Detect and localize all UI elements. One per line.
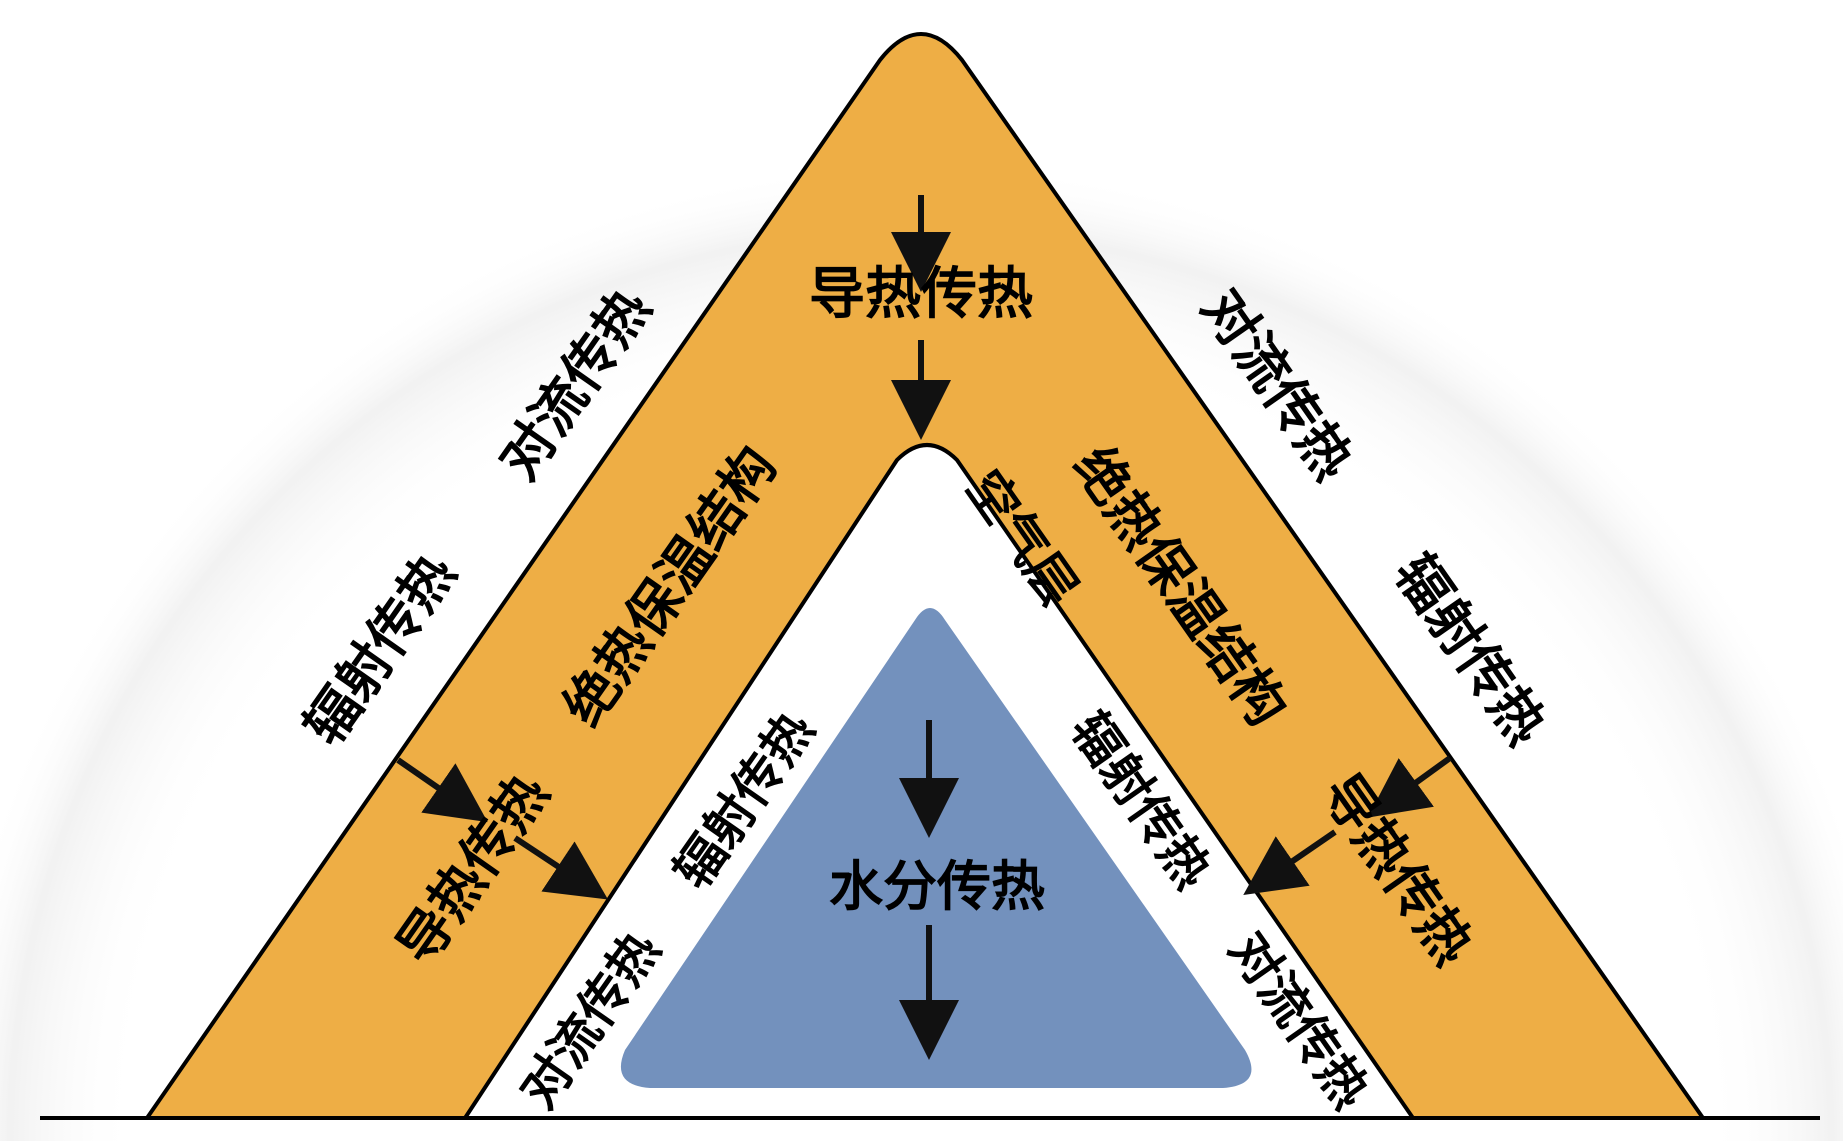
arrow-left-1 xyxy=(396,757,488,823)
arrow-left-2 xyxy=(513,835,609,900)
water-core xyxy=(620,608,1252,1088)
arrow-icon xyxy=(396,195,1452,1060)
label-water-heat-transfer: 水分传热 xyxy=(829,854,1045,918)
arrow-right-1 xyxy=(1367,755,1452,818)
label-top-conduction: 导热传热 xyxy=(809,261,1033,327)
arrow-right-2 xyxy=(1243,829,1337,895)
